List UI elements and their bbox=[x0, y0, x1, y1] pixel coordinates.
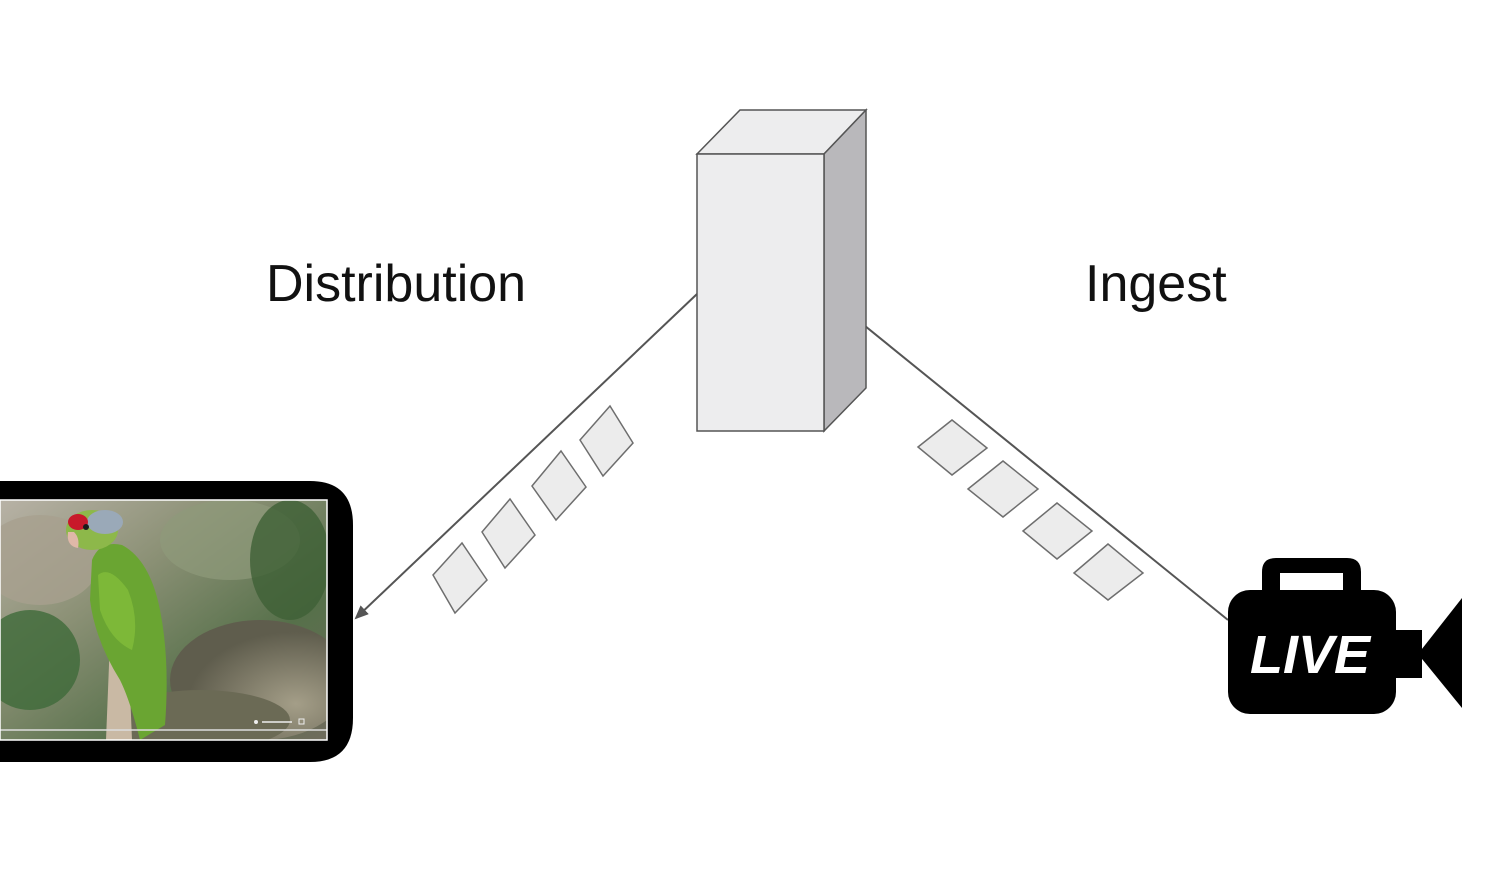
live-badge-text: LIVE bbox=[1250, 625, 1372, 685]
packet bbox=[579, 404, 634, 478]
packet bbox=[481, 497, 536, 570]
distribution-packets bbox=[432, 404, 634, 615]
ingest-arrow bbox=[826, 294, 1229, 621]
packet bbox=[966, 460, 1040, 518]
packet bbox=[916, 419, 989, 476]
ingest-label: Ingest bbox=[1085, 255, 1227, 313]
video-camera-icon: LIVE bbox=[1228, 558, 1462, 714]
packet bbox=[1021, 502, 1094, 560]
smartphone-icon bbox=[0, 481, 353, 762]
packet bbox=[1072, 543, 1145, 601]
packet bbox=[531, 449, 587, 522]
distribution-label: Distribution bbox=[266, 255, 527, 313]
video-frame bbox=[0, 500, 327, 740]
server-box-icon bbox=[695, 108, 868, 433]
distribution-arrow bbox=[354, 293, 698, 620]
ingest-packets bbox=[916, 419, 1145, 601]
packet bbox=[432, 541, 488, 615]
